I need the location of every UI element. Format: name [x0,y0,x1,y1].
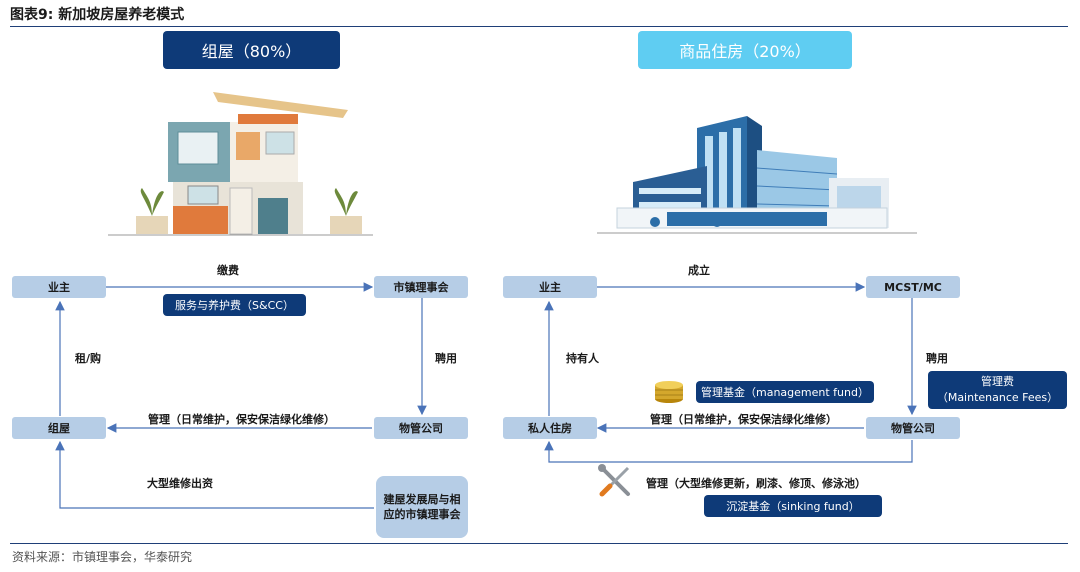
left-mgmt-company-node: 物管公司 [374,417,468,439]
right-owner-node: 业主 [503,276,597,298]
right-hire-label: 聘用 [926,352,948,365]
establish-label: 成立 [688,264,710,277]
rent-buy-label: 租/购 [75,352,102,365]
maintenance-fee-cn: 管理费 [981,375,1014,388]
figure-title: 图表9: 新加坡房屋养老模式 [10,7,185,23]
tools-icon [598,464,630,497]
private-housing-header: 商品住房（20%） [638,31,852,69]
maintenance-fee-tag: 管理费 （Maintenance Fees） [928,371,1067,409]
major-maint-label: 管理（大型维修更新，刷漆、修顶、修泳池） [646,477,866,490]
left-owner-node: 业主 [12,276,106,298]
house-illustration [108,92,373,236]
holder-label: 持有人 [566,352,599,365]
hdb-council-node: 建屋发展局与相应的市镇理事会 [376,476,468,538]
coins-icon [655,381,683,403]
maintenance-fee-en: （Maintenance Fees） [936,391,1059,404]
pay-label: 缴费 [217,264,239,277]
town-council-node: 市镇理事会 [374,276,468,298]
buildings-illustration [597,116,917,234]
sc-fee-tag: 服务与养护费（S&CC） [163,294,306,316]
top-divider [10,26,1068,27]
hdb-flat-node: 组屋 [12,417,106,439]
right-mgmt-company-node: 物管公司 [866,417,960,439]
private-housing-node: 私人住房 [503,417,597,439]
left-manage-label: 管理（日常维护，保安保洁绿化维修） [148,413,335,426]
right-manage-label: 管理（日常维护，保安保洁绿化维修） [650,413,837,426]
source-note: 资料来源：市镇理事会，华泰研究 [12,550,193,564]
hdb-flat-header: 组屋（80%） [163,31,340,69]
left-hire-label: 聘用 [435,352,457,365]
mcst-node: MCST/MC [866,276,960,298]
major-repair-label: 大型维修出资 [147,477,213,490]
sinking-fund-tag: 沉淀基金（sinking fund） [704,495,882,517]
bottom-divider [10,543,1068,544]
management-fund-tag: 管理基金（management fund） [696,381,874,403]
